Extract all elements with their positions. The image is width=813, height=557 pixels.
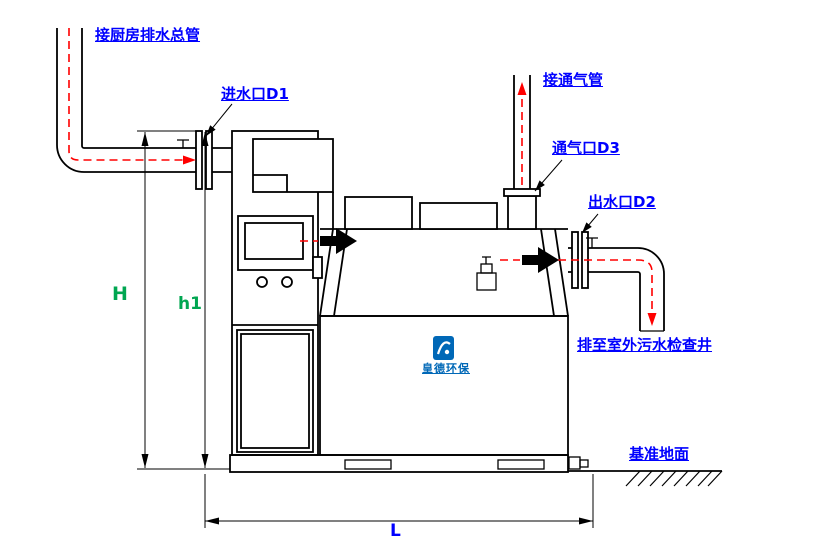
display-screen — [244, 222, 304, 260]
label-inlet-d1: 进水口D1 — [221, 85, 289, 103]
vent-flange — [503, 188, 541, 197]
logo-icon — [433, 336, 454, 360]
logo-text: 皇德环保 — [422, 362, 470, 375]
cabinet-door — [236, 329, 314, 453]
drain-fitting — [568, 456, 589, 470]
cabinet-top-box — [252, 138, 334, 193]
control-cabinet — [231, 130, 334, 456]
leader-arrowheads — [206, 125, 592, 233]
dimension-arrowheads — [141, 132, 593, 525]
label-reference-ground: 基准地面 — [629, 445, 690, 463]
label-outlet-d2: 出水口D2 — [588, 193, 656, 211]
inlet-pipe — [56, 28, 196, 173]
dimension-label-h1: h1 — [178, 294, 202, 314]
inlet-direction-arrow-icon — [320, 228, 357, 254]
ground-hatching — [625, 470, 723, 487]
panel-button — [281, 276, 293, 288]
vent-pipe-lines — [513, 75, 531, 189]
flow-arrow-right-icon — [183, 155, 196, 165]
tank-hopper — [319, 228, 569, 317]
label-vent-port-d3: 通气口D3 — [552, 139, 620, 157]
tank-top-section — [320, 188, 568, 230]
flow-arrow-up-icon — [517, 82, 527, 95]
label-vent-pipe: 接通气管 — [543, 71, 604, 89]
vent-connection — [507, 195, 537, 230]
panel-button — [256, 276, 268, 288]
flow-arrowheads — [183, 82, 657, 326]
label-kitchen-main-pipe: 接厨房排水总管 — [95, 26, 201, 44]
dimension-lines — [137, 130, 594, 528]
internal-pump — [476, 256, 497, 291]
flow-arrow-down-icon — [647, 313, 657, 326]
inlet-flow-line — [68, 28, 192, 161]
flow-centerlines — [68, 28, 653, 320]
label-discharge-well: 排至室外污水检查井 — [577, 336, 713, 354]
outlet-flow-line — [558, 259, 653, 320]
control-panel — [237, 215, 314, 271]
equipment-outline — [56, 28, 722, 473]
base-frame — [229, 454, 569, 473]
outlet-direction-arrow-icon — [522, 247, 559, 273]
inlet-flange — [195, 130, 232, 190]
dimension-label-H: H — [112, 283, 128, 305]
dimension-label-L: L — [390, 521, 401, 541]
direction-arrows — [320, 228, 559, 273]
